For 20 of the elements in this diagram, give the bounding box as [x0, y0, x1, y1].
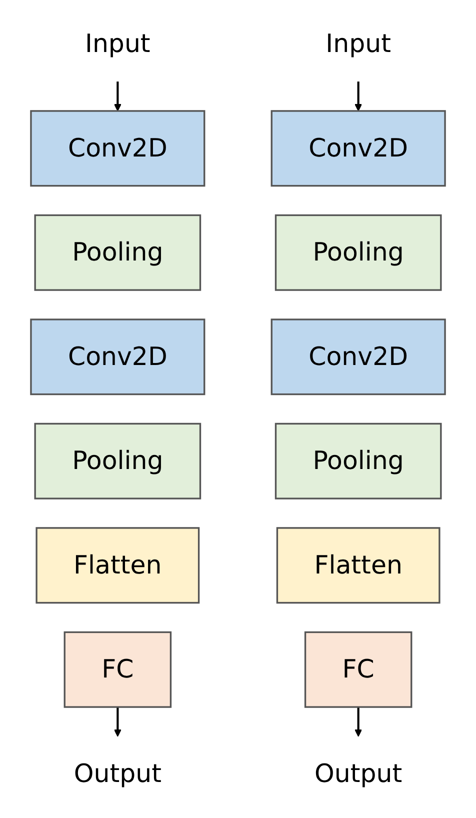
node-box: Conv2D [270, 318, 446, 396]
node-box: FC [64, 631, 172, 708]
arrow [114, 707, 122, 737]
node-text: Output [314, 759, 402, 789]
arrow [354, 707, 362, 737]
node-box: Conv2D [30, 110, 206, 187]
node-text: Output [74, 759, 162, 789]
node-box: Pooling [34, 214, 202, 291]
node-box: Conv2D [30, 318, 206, 396]
node-box: Pooling [274, 214, 442, 291]
arrow [354, 82, 362, 112]
node-box: FC [304, 631, 412, 708]
arrow [114, 82, 122, 112]
node-box: Pooling [274, 422, 442, 500]
node-text: Input [326, 29, 391, 59]
node-box: Pooling [34, 422, 202, 500]
node-text: Input [85, 29, 150, 59]
node-box: Flatten [276, 527, 440, 604]
node-box: Flatten [36, 527, 200, 604]
node-box: Conv2D [270, 110, 446, 187]
